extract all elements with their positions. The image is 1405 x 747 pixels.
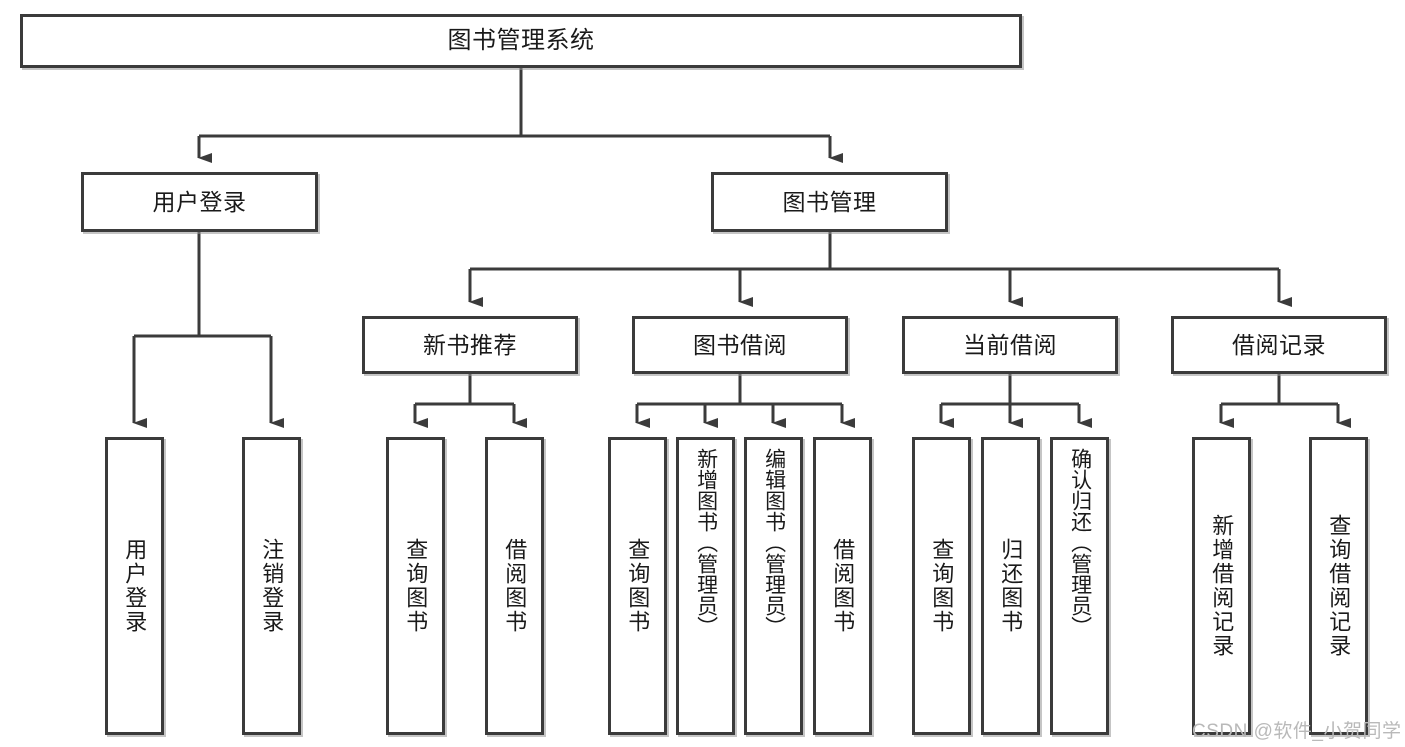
node-leaf-borrow-book-1[interactable]: 借阅图书: [485, 437, 544, 735]
node-leaf-user-logout[interactable]: 注销登录: [242, 437, 301, 735]
node-leaf-confirm-return-label: 确认归还（管理员）: [1068, 448, 1092, 637]
node-leaf-confirm-return[interactable]: 确认归还（管理员）: [1050, 437, 1109, 735]
node-borrow-record-label: 借阅记录: [1232, 331, 1326, 358]
node-current-borrow[interactable]: 当前借阅: [902, 316, 1118, 374]
node-leaf-borrow-book-1-label: 借阅图书: [502, 538, 528, 634]
node-book-borrow-label: 图书借阅: [693, 331, 787, 358]
node-borrow-record[interactable]: 借阅记录: [1171, 316, 1387, 374]
node-leaf-query-book-1-label: 查询图书: [403, 538, 429, 634]
node-leaf-query-book-3[interactable]: 查询图书: [912, 437, 971, 735]
node-leaf-add-record[interactable]: 新增借阅记录: [1192, 437, 1251, 735]
node-leaf-user-logout-label: 注销登录: [259, 538, 285, 634]
node-leaf-query-book-2[interactable]: 查询图书: [608, 437, 667, 735]
node-book-manage-label: 图书管理: [782, 188, 877, 215]
node-leaf-add-record-label: 新增借阅记录: [1209, 514, 1235, 658]
node-user-login[interactable]: 用户登录: [81, 172, 318, 232]
node-new-book-recommend-label: 新书推荐: [423, 331, 517, 358]
node-leaf-query-book-2-label: 查询图书: [625, 538, 651, 634]
node-leaf-return-book-label: 归还图书: [998, 538, 1024, 634]
node-leaf-edit-book[interactable]: 编辑图书（管理员）: [744, 437, 803, 735]
node-leaf-query-record[interactable]: 查询借阅记录: [1309, 437, 1368, 735]
node-leaf-query-book-1[interactable]: 查询图书: [386, 437, 445, 735]
node-root-label: 图书管理系统: [447, 27, 595, 54]
node-leaf-borrow-book-2[interactable]: 借阅图书: [813, 437, 872, 735]
node-current-borrow-label: 当前借阅: [963, 331, 1057, 358]
node-leaf-user-login-label: 用户登录: [122, 538, 148, 634]
node-user-login-label: 用户登录: [152, 188, 247, 215]
node-leaf-query-record-label: 查询借阅记录: [1326, 514, 1352, 658]
node-leaf-return-book[interactable]: 归还图书: [981, 437, 1040, 735]
node-book-manage[interactable]: 图书管理: [711, 172, 948, 232]
node-root[interactable]: 图书管理系统: [20, 14, 1022, 68]
node-leaf-borrow-book-2-label: 借阅图书: [830, 538, 856, 634]
node-new-book-recommend[interactable]: 新书推荐: [362, 316, 578, 374]
node-leaf-user-login[interactable]: 用户登录: [105, 437, 164, 735]
node-leaf-add-book-label: 新增图书（管理员）: [694, 448, 718, 637]
node-leaf-add-book[interactable]: 新增图书（管理员）: [676, 437, 735, 735]
node-book-borrow[interactable]: 图书借阅: [632, 316, 848, 374]
node-leaf-edit-book-label: 编辑图书（管理员）: [762, 448, 786, 637]
watermark-text: CSDN @软件_小贺同学: [1192, 721, 1402, 742]
node-leaf-query-book-3-label: 查询图书: [929, 538, 955, 634]
